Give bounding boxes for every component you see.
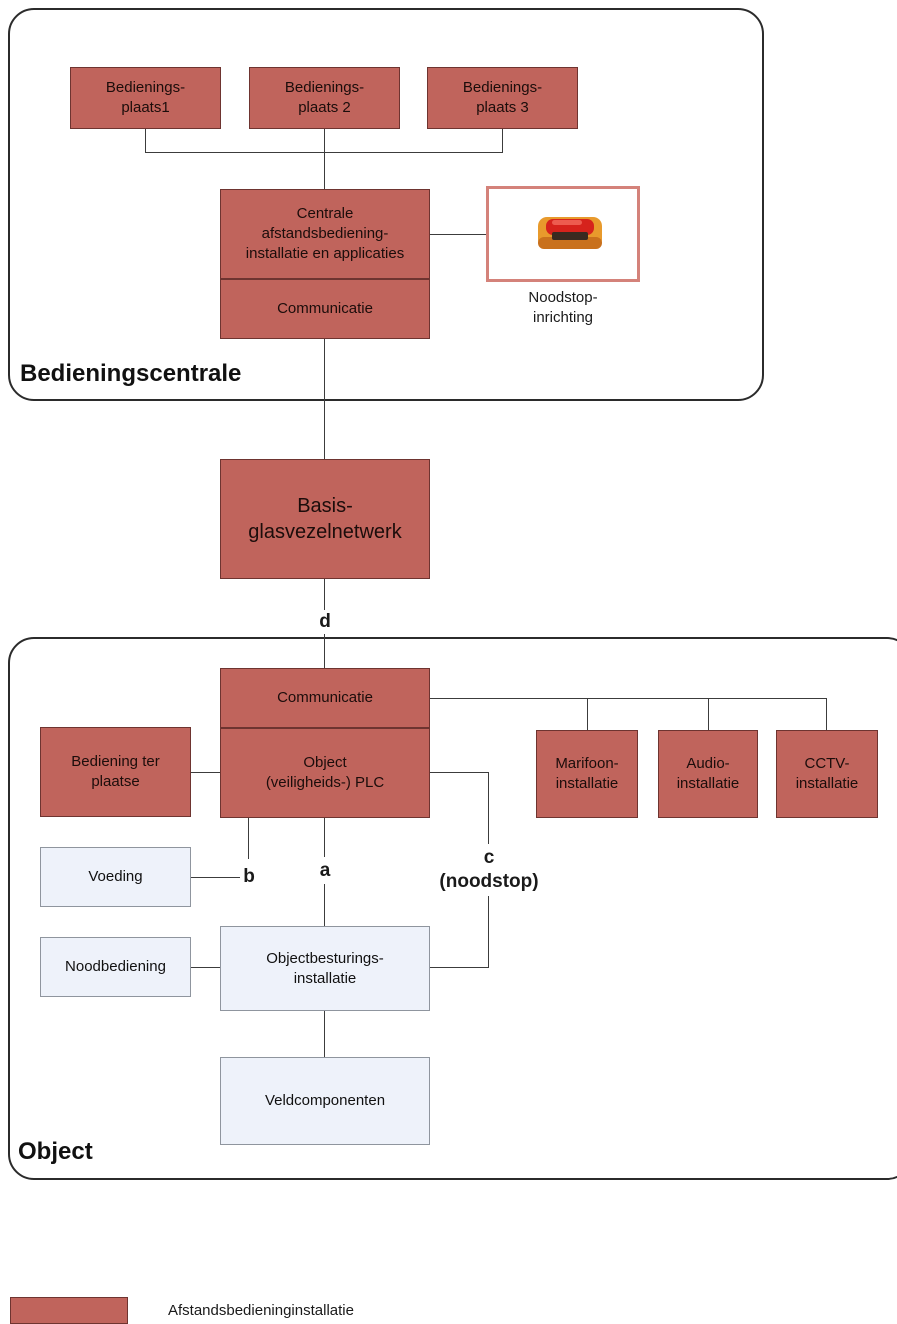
box-basis-glasvezelnetwerk: Basis- glasvezelnetwerk [220, 459, 430, 579]
box-marifoon-installatie: Marifoon- installatie [536, 730, 638, 818]
connector-line [324, 1010, 325, 1058]
connector-line [429, 698, 827, 699]
connector-line [324, 578, 325, 610]
connector-line [190, 772, 220, 773]
box-bediening-ter-plaatse: Bediening ter plaatse [40, 727, 191, 817]
legend-label: Afstandsbedieninginstallatie [168, 1302, 354, 1319]
emergency-stop-button-icon [538, 217, 602, 249]
group-label-object: Object [18, 1138, 93, 1165]
connector-label-d: d [319, 611, 331, 632]
box-audio-installatie: Audio- installatie [658, 730, 758, 818]
group-label-bedieningscentrale: Bedieningscentrale [20, 360, 242, 387]
connector-line [429, 234, 487, 235]
connector-label-a: a [319, 860, 331, 881]
connector-label-c: c (noodstop) [439, 847, 539, 892]
group-bedieningscentrale [8, 8, 764, 401]
box-cctv-installatie: CCTV- installatie [776, 730, 878, 818]
box-communicatie-object: Communicatie [220, 668, 430, 728]
box-bedieningsplaats-1: Bedienings- plaats1 [70, 67, 221, 129]
connector-line [587, 698, 588, 730]
connector-line [429, 967, 489, 968]
connector-line [324, 817, 325, 857]
connector-label-b: b [243, 866, 255, 887]
connector-line [324, 338, 325, 460]
connector-line [324, 634, 325, 668]
connector-line [324, 128, 325, 190]
box-noodbediening: Noodbediening [40, 937, 191, 997]
noodstop-frame [486, 186, 640, 282]
connector-line [248, 817, 249, 859]
connector-line [826, 698, 827, 730]
connector-line [429, 772, 488, 773]
connector-line [488, 772, 489, 844]
noodstop-caption: Noodstop- inrichting [528, 289, 598, 326]
box-veldcomponenten: Veldcomponenten [220, 1057, 430, 1145]
connector-line [502, 128, 503, 152]
connector-line [488, 896, 489, 968]
box-object-plc: Object (veiligheids-) PLC [220, 728, 430, 818]
connector-line [190, 967, 220, 968]
box-centrale-afstandsbediening: Centrale afstandsbediening- installatie … [220, 189, 430, 279]
connector-line [145, 128, 146, 152]
box-communicatie-centrale: Communicatie [220, 279, 430, 339]
box-objectbesturings-installatie: Objectbesturings- installatie [220, 926, 430, 1011]
legend-swatch [10, 1297, 128, 1324]
group-object [8, 637, 897, 1180]
box-voeding: Voeding [40, 847, 191, 907]
connector-line [708, 698, 709, 730]
box-bedieningsplaats-3: Bedienings- plaats 3 [427, 67, 578, 129]
connector-line [145, 152, 503, 153]
box-bedieningsplaats-2: Bedienings- plaats 2 [249, 67, 400, 129]
connector-line [324, 884, 325, 926]
connector-line [190, 877, 240, 878]
